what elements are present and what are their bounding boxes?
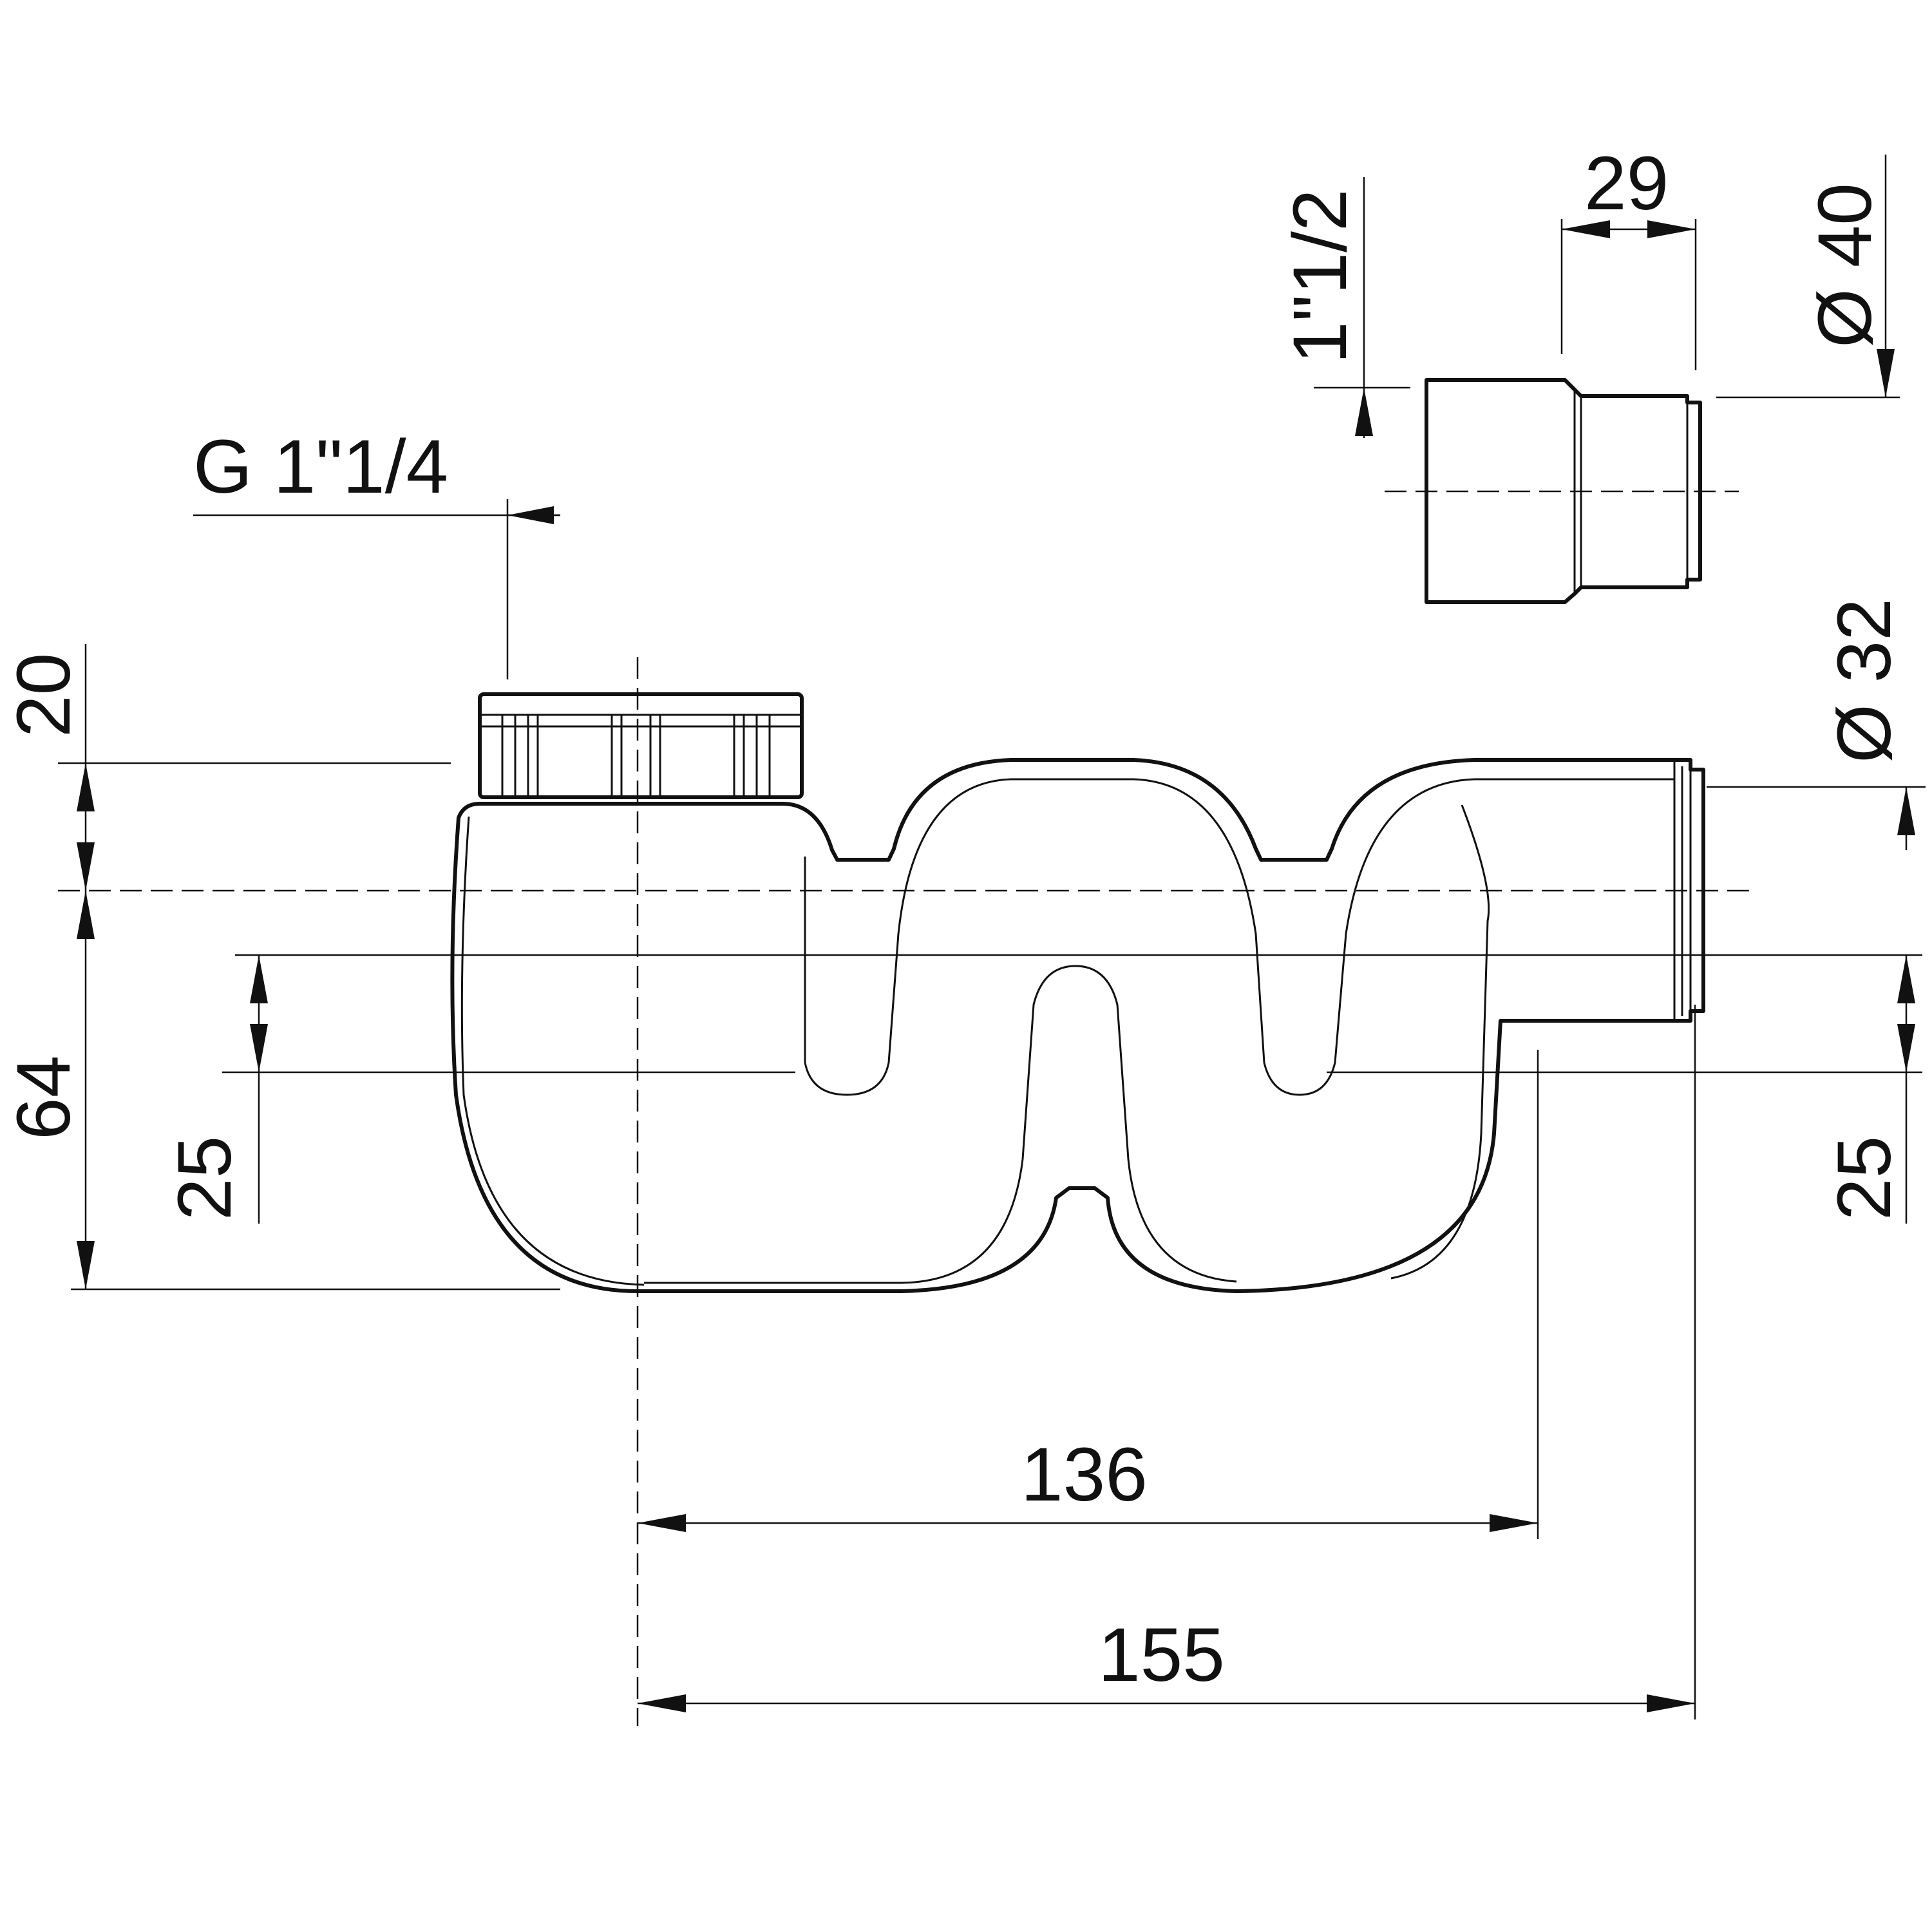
dim-right-offset: 25 [1327, 955, 1922, 1224]
adapter [1425, 378, 1702, 604]
waste-cap [478, 692, 804, 799]
dim-adapter-length: 29 [1560, 141, 1697, 370]
label-inlet-thread: G 1"1/4 [193, 424, 448, 509]
label-adapter-diameter: Ø 40 [1803, 183, 1888, 348]
dim-outlet-diameter: Ø 32 [1707, 598, 1926, 850]
dim-trap-depth: 64 [1, 891, 560, 1291]
label-adapter-thread: 1"1/2 [1278, 189, 1363, 364]
label-outlet-distance: 136 [1021, 1432, 1148, 1517]
dim-cap-height: 20 [1, 644, 451, 891]
label-overall-length: 155 [1098, 1613, 1225, 1698]
dim-inlet-thread: G 1"1/4 [193, 424, 560, 679]
label-trap-depth: 64 [1, 1056, 86, 1140]
dim-adapter-thread: 1"1/2 [1278, 177, 1410, 438]
dim-outlet-distance: 136 [638, 1050, 1539, 1539]
dim-adapter-diameter: Ø 40 [1716, 155, 1900, 399]
dim-left-offset: 25 [162, 954, 1922, 1224]
label-right-offset: 25 [1822, 1136, 1907, 1220]
label-left-offset: 25 [162, 1136, 247, 1220]
dim-overall-length: 155 [638, 1005, 1696, 1719]
label-adapter-length: 29 [1584, 141, 1669, 226]
label-cap-height: 20 [1, 653, 86, 737]
siphon-body [450, 758, 1705, 1293]
label-outlet-diameter: Ø 32 [1822, 598, 1907, 763]
